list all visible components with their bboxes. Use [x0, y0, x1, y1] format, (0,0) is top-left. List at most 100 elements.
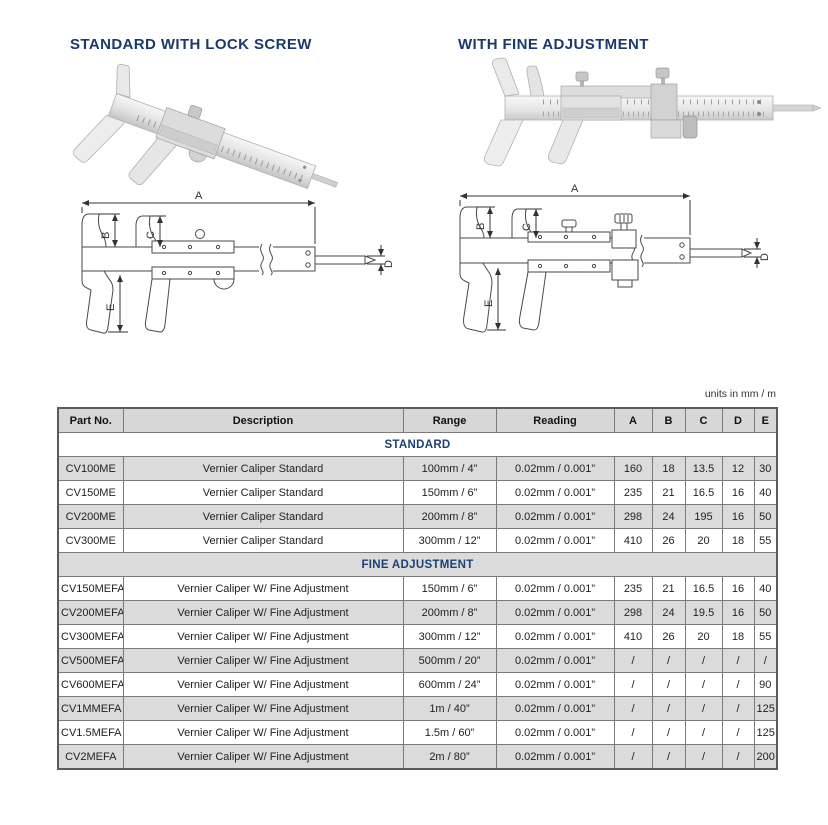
spec-cell: / [651, 648, 686, 673]
spec-cell: / [613, 696, 653, 721]
spec-cell: 40 [753, 480, 778, 505]
spec-cell: Vernier Caliper Standard [122, 480, 404, 505]
section-label: STANDARD [57, 432, 778, 457]
spec-cell: 0.02mm / 0.001” [495, 456, 615, 481]
col-header-d: D [721, 407, 755, 433]
col-header-part-no: Part No. [57, 407, 124, 433]
part-no-cell: CV150ME [57, 480, 124, 505]
spec-cell: 0.02mm / 0.001” [495, 744, 615, 770]
col-header-a: A [613, 407, 653, 433]
part-no-cell: CV300ME [57, 528, 124, 553]
spec-cell: / [651, 720, 686, 745]
standard-caliper-diagram: A B C D E [81, 190, 395, 334]
fine-adjustment-section-heading: WITH FINE ADJUSTMENT [458, 36, 649, 53]
spec-cell: / [684, 696, 723, 721]
spec-cell: 12 [721, 456, 755, 481]
spec-cell: 0.02mm / 0.001” [495, 528, 615, 553]
spec-cell: Vernier Caliper W/ Fine Adjustment [122, 720, 404, 745]
col-header-description: Description [122, 407, 404, 433]
spec-cell: 298 [613, 600, 653, 625]
spec-cell: / [721, 744, 755, 770]
spec-cell: 19.5 [684, 600, 723, 625]
spec-cell: 90 [753, 672, 778, 697]
dim-label-b: B [475, 223, 487, 230]
part-no-cell: CV200ME [57, 504, 124, 529]
spec-cell: 2m / 80” [402, 744, 497, 770]
spec-cell: 200mm / 8” [402, 600, 497, 625]
dim-label-b: B [100, 232, 112, 239]
spec-cell: / [613, 720, 653, 745]
col-header-b: B [651, 407, 686, 433]
spec-cell: / [721, 720, 755, 745]
section-label: FINE ADJUSTMENT [57, 552, 778, 577]
standard-caliper-photo [72, 64, 338, 189]
fine-adjustment-caliper-diagram: A B C D E [459, 183, 771, 333]
spec-cell: / [613, 672, 653, 697]
spec-cell: / [651, 672, 686, 697]
spec-cell: / [651, 696, 686, 721]
col-header-e: E [753, 407, 778, 433]
spec-cell: 55 [753, 624, 778, 649]
spec-cell: Vernier Caliper W/ Fine Adjustment [122, 696, 404, 721]
col-header-reading: Reading [495, 407, 615, 433]
spec-cell: 16.5 [684, 576, 723, 601]
spec-cell: 24 [651, 504, 686, 529]
spec-cell: Vernier Caliper Standard [122, 504, 404, 529]
spec-cell: 26 [651, 528, 686, 553]
spec-cell: Vernier Caliper W/ Fine Adjustment [122, 600, 404, 625]
spec-cell: 235 [613, 480, 653, 505]
spec-cell: 410 [613, 624, 653, 649]
spec-cell: 18 [651, 456, 686, 481]
spec-cell: 18 [721, 624, 755, 649]
spec-cell: 20 [684, 528, 723, 553]
part-no-cell: CV200MEFA [57, 600, 124, 625]
spec-cell: 150mm / 6” [402, 576, 497, 601]
spec-cell: 195 [684, 504, 723, 529]
dim-label-c: C [145, 231, 157, 239]
part-no-cell: CV500MEFA [57, 648, 124, 673]
part-no-cell: CV1.5MEFA [57, 720, 124, 745]
spec-cell: / [684, 672, 723, 697]
spec-cell: 50 [753, 600, 778, 625]
standard-section-heading: STANDARD WITH LOCK SCREW [70, 36, 312, 53]
table-header-row: Part No. Description Range Reading A B C… [57, 407, 778, 433]
spec-cell: 0.02mm / 0.001” [495, 720, 615, 745]
spec-cell: / [613, 648, 653, 673]
spec-cell: Vernier Caliper W/ Fine Adjustment [122, 576, 404, 601]
spec-cell: Vernier Caliper W/ Fine Adjustment [122, 744, 404, 770]
spec-cell: 300mm / 12” [402, 528, 497, 553]
units-note: units in mm / m [704, 388, 776, 400]
spec-cell: 21 [651, 480, 686, 505]
spec-cell: / [721, 648, 755, 673]
spec-cell: 24 [651, 600, 686, 625]
spec-cell: / [684, 720, 723, 745]
part-no-cell: CV300MEFA [57, 624, 124, 649]
spec-cell: / [721, 672, 755, 697]
spec-cell: Vernier Caliper Standard [122, 456, 404, 481]
spec-cell: Vernier Caliper W/ Fine Adjustment [122, 624, 404, 649]
dim-label-d: D [383, 260, 395, 268]
spec-cell: 16 [721, 600, 755, 625]
col-header-range: Range [402, 407, 497, 433]
spec-cell: 21 [651, 576, 686, 601]
spec-cell: / [684, 648, 723, 673]
part-no-cell: CV100ME [57, 456, 124, 481]
spec-cell: 0.02mm / 0.001” [495, 576, 615, 601]
spec-cell: 0.02mm / 0.001” [495, 672, 615, 697]
spec-cell: 200 [753, 744, 778, 770]
fine-adjustment-caliper-photo [484, 57, 821, 167]
dim-label-e: E [483, 300, 495, 307]
